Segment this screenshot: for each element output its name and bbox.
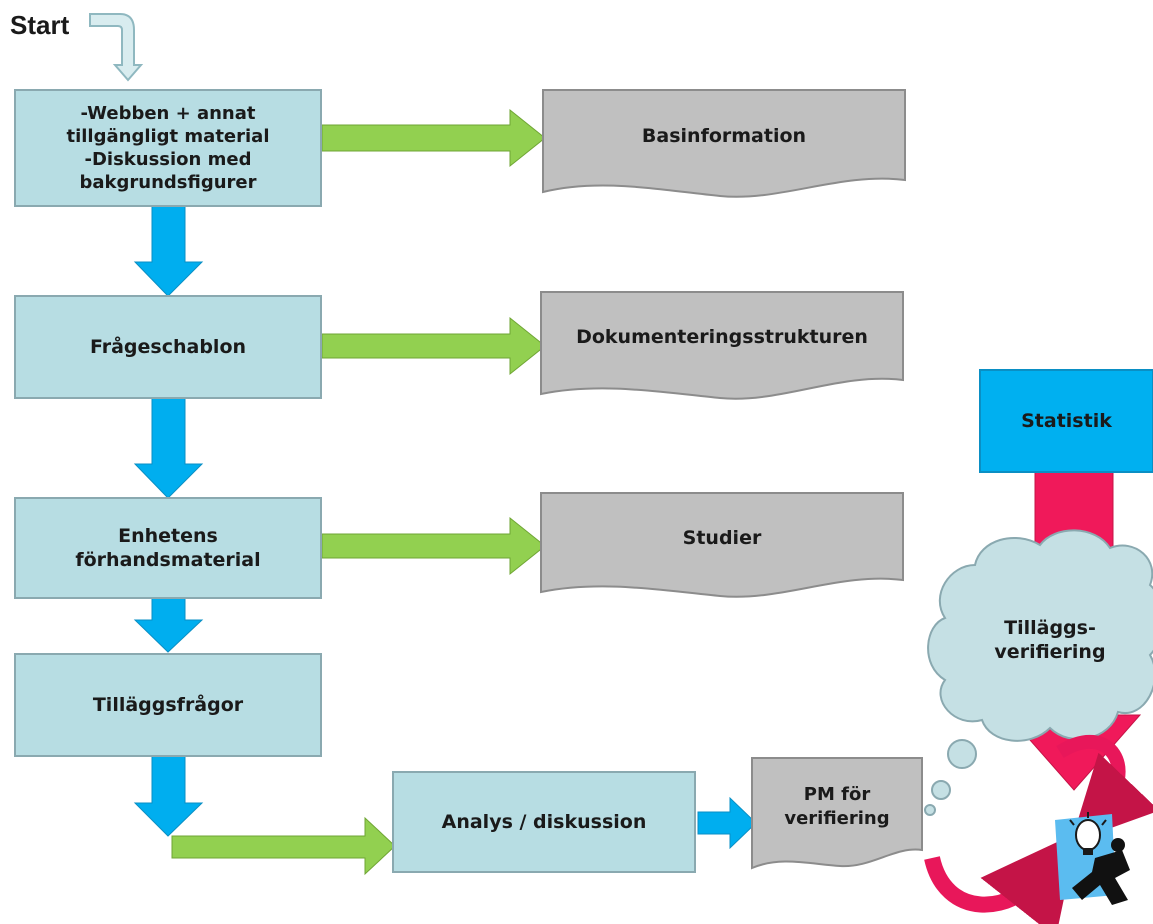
process-box-tillaggsfragor bbox=[14, 653, 322, 757]
document-basinformation bbox=[542, 89, 906, 198]
document-label-pm: PM för verifiering bbox=[784, 784, 890, 829]
curved-arrow-top bbox=[1056, 734, 1153, 843]
right-arrow-dokumentering bbox=[321, 316, 546, 376]
document-studier bbox=[540, 492, 904, 598]
document-label-basinformation: Basinformation bbox=[641, 125, 807, 147]
document-label-studier: Studier bbox=[682, 527, 762, 549]
right-arrow-analys bbox=[171, 816, 396, 876]
start-hook-arrow bbox=[89, 13, 144, 82]
person-idea-icon bbox=[1055, 812, 1130, 905]
thought-cloud bbox=[927, 529, 1153, 742]
process-label-webben: -Webben + annat tillgängligt material -D… bbox=[66, 103, 270, 193]
document-dokumentering bbox=[540, 291, 904, 400]
curved-arrow-bottom bbox=[924, 832, 1078, 924]
thought-bubble-large bbox=[947, 739, 977, 769]
process-box-webben bbox=[14, 89, 322, 207]
down-arrow-3 bbox=[133, 597, 204, 653]
process-label-enhetens: Enhetens förhandsmaterial bbox=[75, 525, 261, 571]
statistik-box bbox=[979, 369, 1153, 473]
process-box-analys bbox=[392, 771, 696, 873]
statistik-label: Statistik bbox=[1021, 410, 1112, 432]
down-arrow-4 bbox=[133, 755, 204, 837]
document-pm bbox=[751, 757, 923, 870]
right-arrow-basinformation bbox=[321, 108, 546, 168]
down-arrow-1 bbox=[133, 205, 204, 297]
cloud-label: Tilläggs- verifiering bbox=[994, 617, 1106, 663]
thought-bubble-medium bbox=[931, 780, 951, 800]
start-label: Start bbox=[10, 10, 70, 40]
down-arrow-2 bbox=[133, 397, 204, 499]
process-label-frageschablon: Frågeschablon bbox=[89, 336, 247, 358]
document-label-dokumentering: Dokumenteringsstrukturen bbox=[576, 326, 868, 348]
right-arrow-pm bbox=[697, 796, 757, 850]
process-box-enhetens bbox=[14, 497, 322, 599]
process-label-analys: Analys / diskussion bbox=[441, 811, 647, 833]
right-arrow-studier bbox=[321, 516, 546, 576]
thought-bubble-small bbox=[924, 804, 936, 816]
process-box-frageschablon bbox=[14, 295, 322, 399]
process-label-tillaggsfragor: Tilläggsfrågor bbox=[92, 694, 244, 716]
